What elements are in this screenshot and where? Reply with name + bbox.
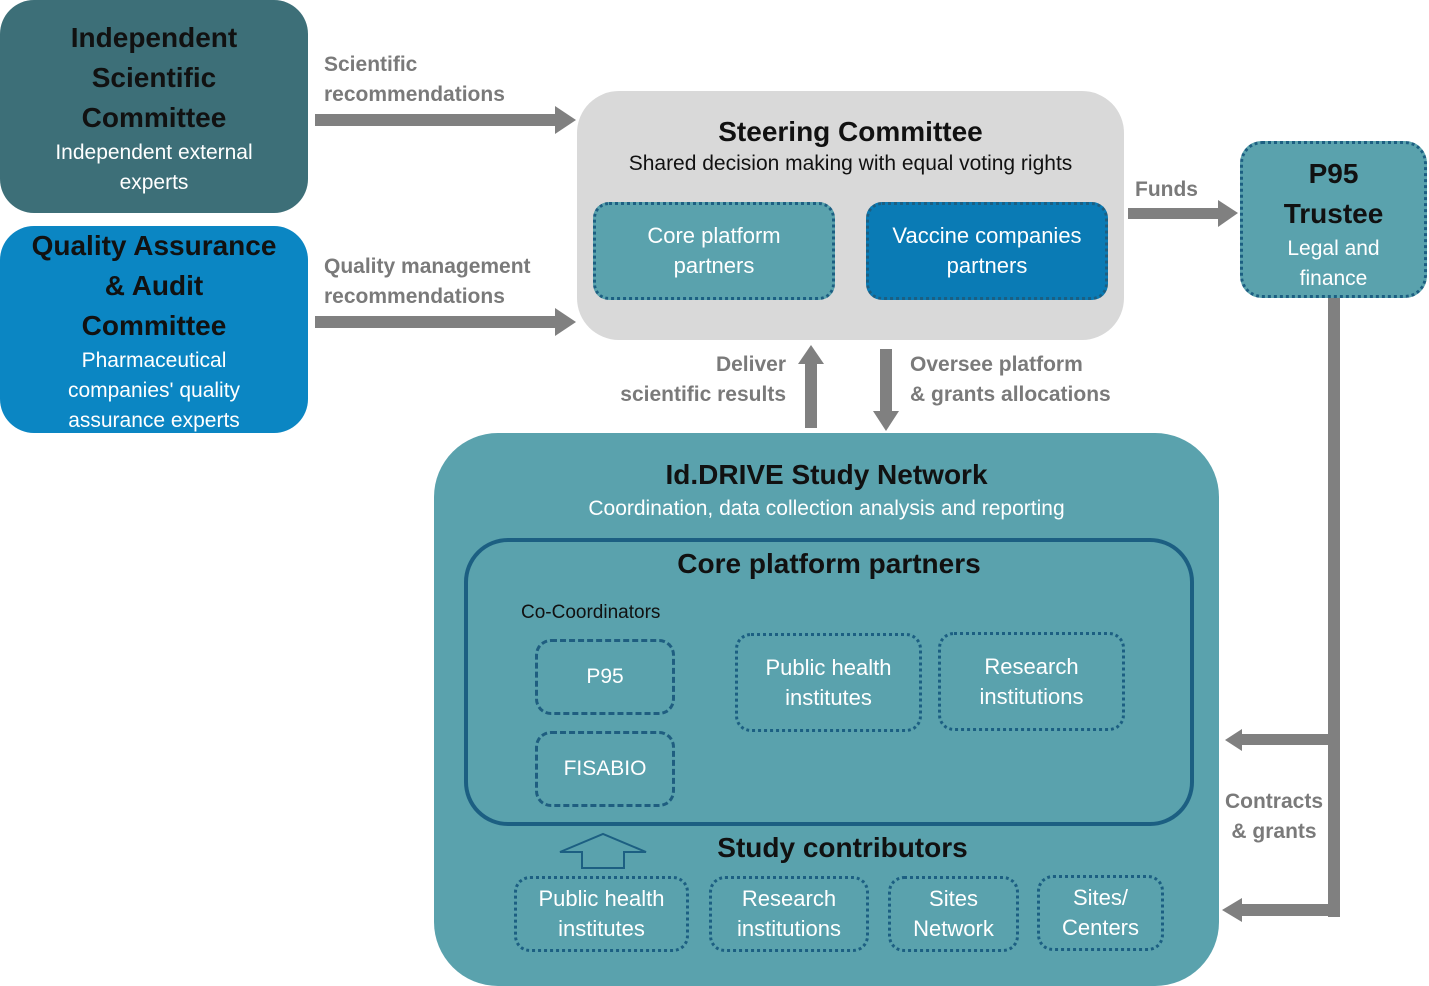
contrib-ri-line: Research [741, 886, 837, 911]
steering-subtitle: Shared decision making with equal voting… [628, 152, 1073, 175]
qaac-subtitle-line: companies' quality [67, 379, 241, 402]
trustee-subtitle-line: finance [1299, 267, 1368, 290]
label-line: & grants [1231, 820, 1317, 843]
contrib-ph-line: institutes [558, 916, 645, 941]
label-line: Scientific [324, 53, 418, 76]
steering-committee: Steering Committee Shared decision makin… [577, 91, 1124, 340]
label-line: Quality management [324, 255, 531, 278]
contrib-research-institutions: Research institutions [709, 876, 869, 952]
quality-assurance-audit-committee: Quality Assurance & Audit Committee Phar… [0, 226, 308, 433]
core-platform-partners: Core platform partners [464, 538, 1194, 826]
contrib-ri-line: institutions [737, 916, 841, 941]
label-line: scientific results [620, 383, 786, 406]
steering-core-line: Core platform [647, 223, 781, 248]
steering-vaccine-partners: Vaccine companies partners [866, 202, 1108, 300]
label-line: Deliver [715, 353, 786, 376]
core-title: Core platform partners [677, 548, 981, 579]
isc-title-line: Scientific [91, 62, 217, 93]
label-line: recommendations [324, 285, 505, 308]
label-quality-management-recommendations: Quality management recommendations [324, 252, 531, 312]
network-subtitle: Coordination, data collection analysis a… [588, 497, 1065, 520]
arrow-oversee-down [873, 349, 899, 431]
contrib-sites-centers: Sites/ Centers [1037, 875, 1164, 951]
core-ri-line: Research [984, 653, 1079, 679]
trustee-title-line: P95 [1308, 158, 1359, 189]
label-line: Oversee platform [910, 353, 1083, 376]
contrib-sites-line: Sites [929, 886, 978, 911]
independent-scientific-committee: Independent Scientific Committee Indepen… [0, 0, 308, 213]
qaac-title-line: & Audit [104, 270, 204, 301]
core-ri-line: institutions [979, 683, 1084, 709]
study-network: Id.DRIVE Study Network Coordination, dat… [434, 433, 1219, 986]
core-ph-line: institutes [785, 684, 872, 710]
steering-vaccine-line: partners [946, 253, 1028, 278]
trustee-title-line: Trustee [1283, 198, 1384, 229]
label-oversee-platform: Oversee platform & grants allocations [910, 350, 1111, 410]
steering-title: Steering Committee [718, 116, 983, 147]
contrib-ph-line: Public health [538, 886, 665, 911]
qaac-title-line: Quality Assurance [31, 230, 277, 261]
steering-core-partners: Core platform partners [593, 202, 835, 300]
p95-coordinator: P95 [535, 639, 675, 715]
arrow-quality-management [315, 308, 576, 336]
isc-title-line: Independent [70, 22, 238, 53]
arrow-funds [1128, 200, 1238, 227]
core-public-health-institutes: Public health institutes [735, 633, 922, 732]
isc-subtitle-line: Independent external [55, 141, 253, 164]
label-deliver-scientific-results: Deliver scientific results [600, 350, 786, 410]
arrow-scientific-recommendations [315, 106, 576, 134]
contributors-title: Study contributors [717, 832, 968, 863]
contrib-public-health-institutes: Public health institutes [514, 876, 689, 952]
label-line: Contracts [1224, 790, 1324, 813]
contrib-sites-network: Sites Network [888, 876, 1019, 952]
steering-core-line: partners [673, 253, 755, 278]
qaac-subtitle-line: Pharmaceutical [81, 349, 227, 372]
contrib-centers-line: Sites/ [1072, 885, 1129, 910]
qaac-title-line: Committee [81, 310, 227, 341]
label-scientific-recommendations: Scientific recommendations [324, 50, 505, 110]
co-coordinators-label: Co-Coordinators [521, 602, 661, 623]
steering-vaccine-line: Vaccine companies [892, 223, 1082, 248]
arrow-deliver-up [798, 345, 824, 428]
hollow-up-arrow [559, 832, 647, 869]
label-funds: Funds [1135, 178, 1198, 201]
core-ph-line: Public health [765, 654, 892, 680]
contrib-sites-line: Network [913, 916, 994, 941]
isc-subtitle-line: experts [119, 171, 189, 194]
qaac-subtitle-line: assurance experts [68, 409, 240, 432]
label-line: & grants allocations [910, 383, 1111, 406]
core-research-institutions: Research institutions [938, 632, 1125, 731]
network-title: Id.DRIVE Study Network [665, 459, 988, 490]
isc-title-line: Committee [81, 102, 227, 133]
label-line: recommendations [324, 83, 505, 106]
fisabio-coordinator: FISABIO [535, 731, 675, 807]
label-contracts-grants: Contracts & grants [1222, 787, 1326, 847]
contrib-centers-line: Centers [1061, 915, 1140, 940]
p95-trustee: P95 Trustee Legal and finance [1240, 141, 1427, 298]
trustee-subtitle-line: Legal and [1287, 237, 1380, 260]
arrow-contracts-grants [1222, 298, 1340, 922]
